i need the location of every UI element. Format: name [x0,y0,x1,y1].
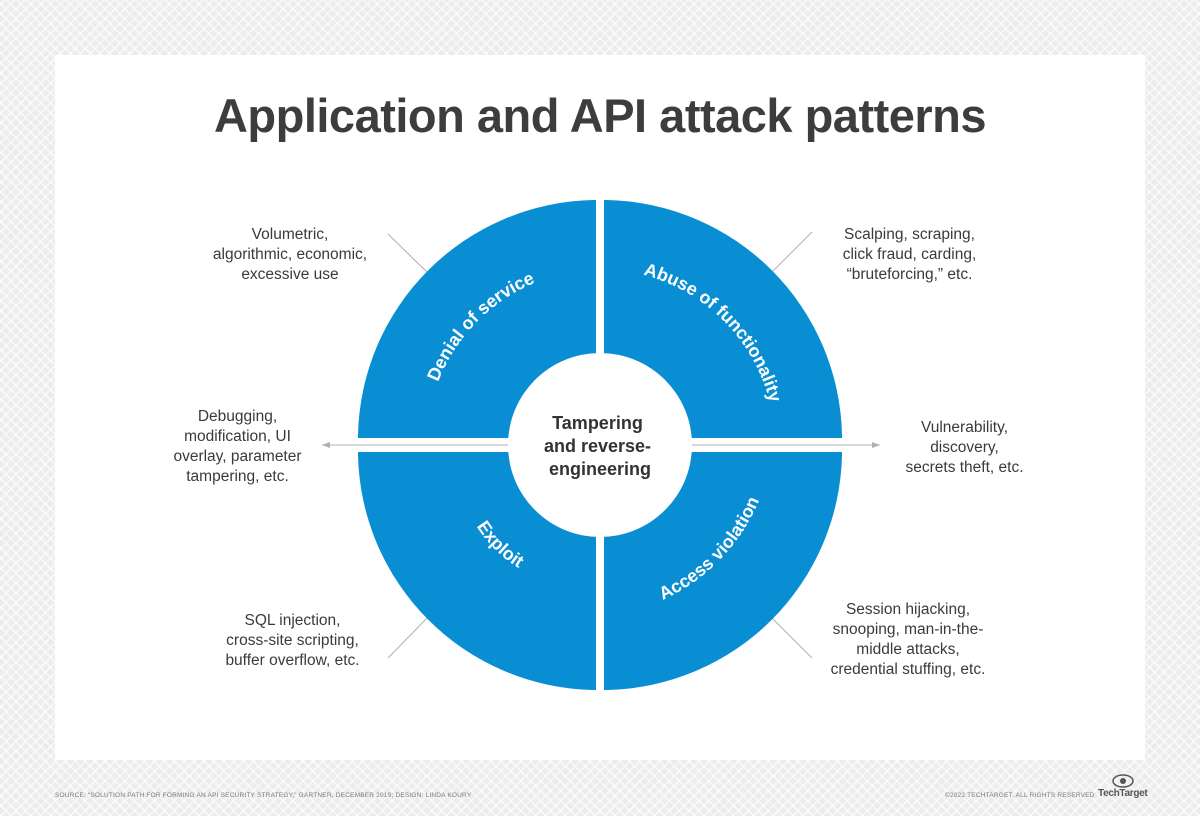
center-circle [508,353,692,537]
description-vulnerability: Vulnerability, discovery, secrets theft,… [905,419,1024,476]
center-label-line-2: and reverse- [544,436,651,456]
page-title: Application and API attack patterns [213,89,987,142]
logo-text: TechTarget [1098,788,1148,799]
center-label-line-3: engineering [549,459,651,479]
center-label: Tampering and reverse- engineering [544,413,656,479]
connector-lines [322,231,880,659]
center-label-line-1: Tampering [552,413,643,433]
description-access-violation: Session hijacking, snooping, man-in-the-… [830,601,986,678]
source-credit: SOURCE: “SOLUTION PATH FOR FORMING AN AP… [55,792,472,799]
description-tampering: Debugging, modification, UI overlay, par… [173,408,302,485]
techtarget-logo: TechTarget [1098,772,1148,802]
connector-arrowheads [322,442,880,448]
description-denial-of-service: Volumetric, algorithmic, economic, exces… [212,226,368,283]
eye-icon [1112,774,1134,788]
description-abuse-of-functionality: Scalping, scraping, click fraud, carding… [842,226,977,283]
copyright: ©2022 TECHTARGET. ALL RIGHTS RESERVED [945,792,1095,799]
description-exploit: SQL injection, cross-site scripting, buf… [225,612,360,669]
